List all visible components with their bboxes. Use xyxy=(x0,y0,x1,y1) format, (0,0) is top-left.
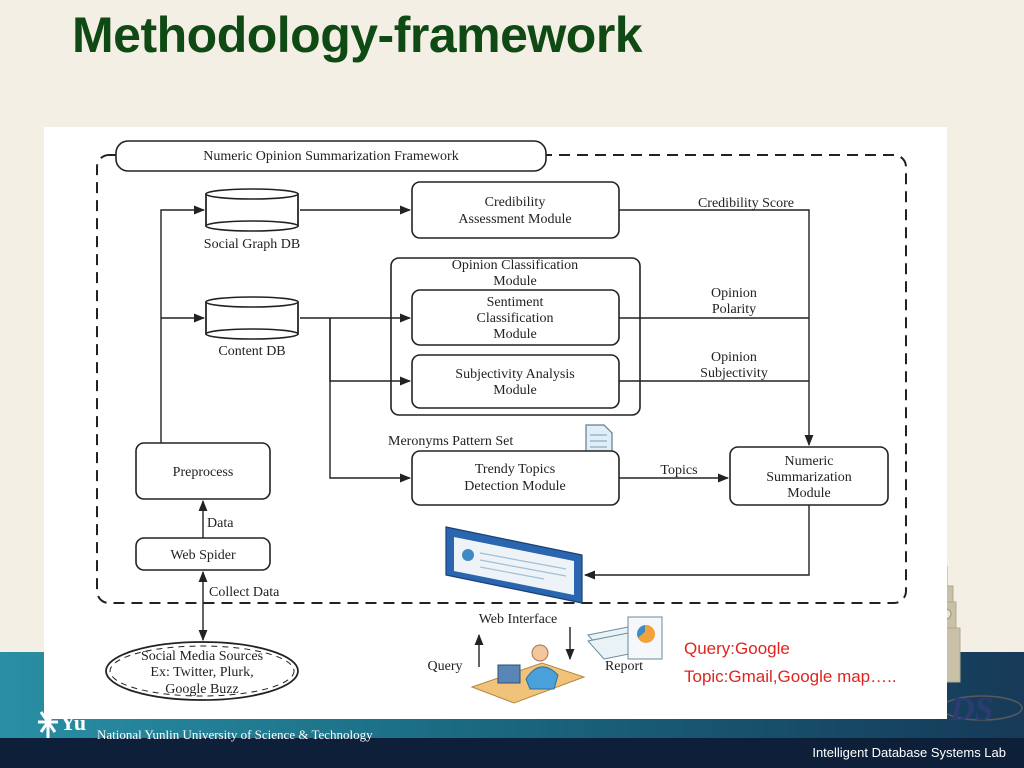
slide-title: Methodology-framework xyxy=(72,7,643,63)
preprocess-label: Preprocess xyxy=(173,465,234,480)
social-graph-db-label: Social Graph DB xyxy=(204,237,300,252)
meronyms-label: Meronyms Pattern Set xyxy=(388,434,513,449)
query-label: Query xyxy=(428,659,463,674)
report-stack-icon xyxy=(587,616,663,660)
social-media-line-1: Social Media Sources xyxy=(141,649,263,664)
query-note-line-1: Query:Google xyxy=(684,639,790,658)
web-interface-label: Web Interface xyxy=(479,612,558,627)
sentiment-line-1: Sentiment xyxy=(487,295,544,310)
trendy-line-1: Trendy Topics xyxy=(475,462,555,477)
user-computer-icon xyxy=(470,644,586,704)
collect-data-label: Collect Data xyxy=(209,585,280,600)
footer-bar xyxy=(0,738,1024,768)
social-media-line-3: Google Buzz xyxy=(165,682,238,697)
report-label: Report xyxy=(605,659,643,674)
credibility-line-2: Assessment Module xyxy=(458,212,571,227)
social-media-cloud xyxy=(105,641,299,701)
framework-boundary xyxy=(96,154,907,604)
framework-diagram: Numeric Opinion Summarization Framework … xyxy=(96,140,907,704)
frame-title-box xyxy=(115,140,547,172)
numeric-line-3: Module xyxy=(787,486,831,501)
credibility-line-1: Credibility xyxy=(485,195,546,210)
opinion-subjectivity-line-1: Opinion xyxy=(711,350,757,365)
social-media-line-2: Ex: Twitter, Plurk, xyxy=(150,665,253,680)
data-label: Data xyxy=(207,516,234,531)
opinion-classification-line-2: Module xyxy=(493,274,537,289)
sentiment-line-2: Classification xyxy=(477,311,554,326)
numeric-line-1: Numeric xyxy=(785,454,834,469)
trendy-line-2: Detection Module xyxy=(464,479,565,494)
numeric-line-2: Summarization xyxy=(766,470,852,485)
framework-diagram-panel: Numeric Opinion Summarization Framework … xyxy=(44,127,947,719)
web-page-icon xyxy=(445,526,583,604)
web-spider-label: Web Spider xyxy=(170,548,236,563)
social-graph-db-icon xyxy=(205,188,299,232)
subjectivity-line-2: Module xyxy=(493,383,537,398)
opinion-classification-line-1: Opinion Classification xyxy=(452,258,578,273)
content-db-label: Content DB xyxy=(218,344,285,359)
lab-name: Intelligent Database Systems Lab xyxy=(812,745,1006,760)
query-note: Query:Google Topic:Gmail,Google map….. xyxy=(684,635,897,691)
svg-text:DS: DS xyxy=(949,691,993,728)
content-db-icon xyxy=(205,296,299,340)
ids-lab-logo-icon: DS xyxy=(941,691,1023,728)
query-note-line-2: Topic:Gmail,Google map….. xyxy=(684,667,897,686)
preprocess-box xyxy=(135,442,271,500)
credibility-score-label: Credibility Score xyxy=(698,196,794,211)
topics-label: Topics xyxy=(660,463,697,478)
university-name: National Yunlin University of Science & … xyxy=(97,727,373,742)
trendy-topics-box xyxy=(411,450,620,506)
opinion-polarity-line-1: Opinion xyxy=(711,286,757,301)
opinion-subjectivity-line-2: Subjectivity xyxy=(700,366,768,381)
subjectivity-line-1: Subjectivity Analysis xyxy=(455,367,574,382)
frame-title: Numeric Opinion Summarization Framework xyxy=(203,149,458,164)
sentiment-line-3: Module xyxy=(493,327,537,342)
credibility-module-box xyxy=(411,181,620,239)
opinion-polarity-line-2: Polarity xyxy=(712,302,756,317)
